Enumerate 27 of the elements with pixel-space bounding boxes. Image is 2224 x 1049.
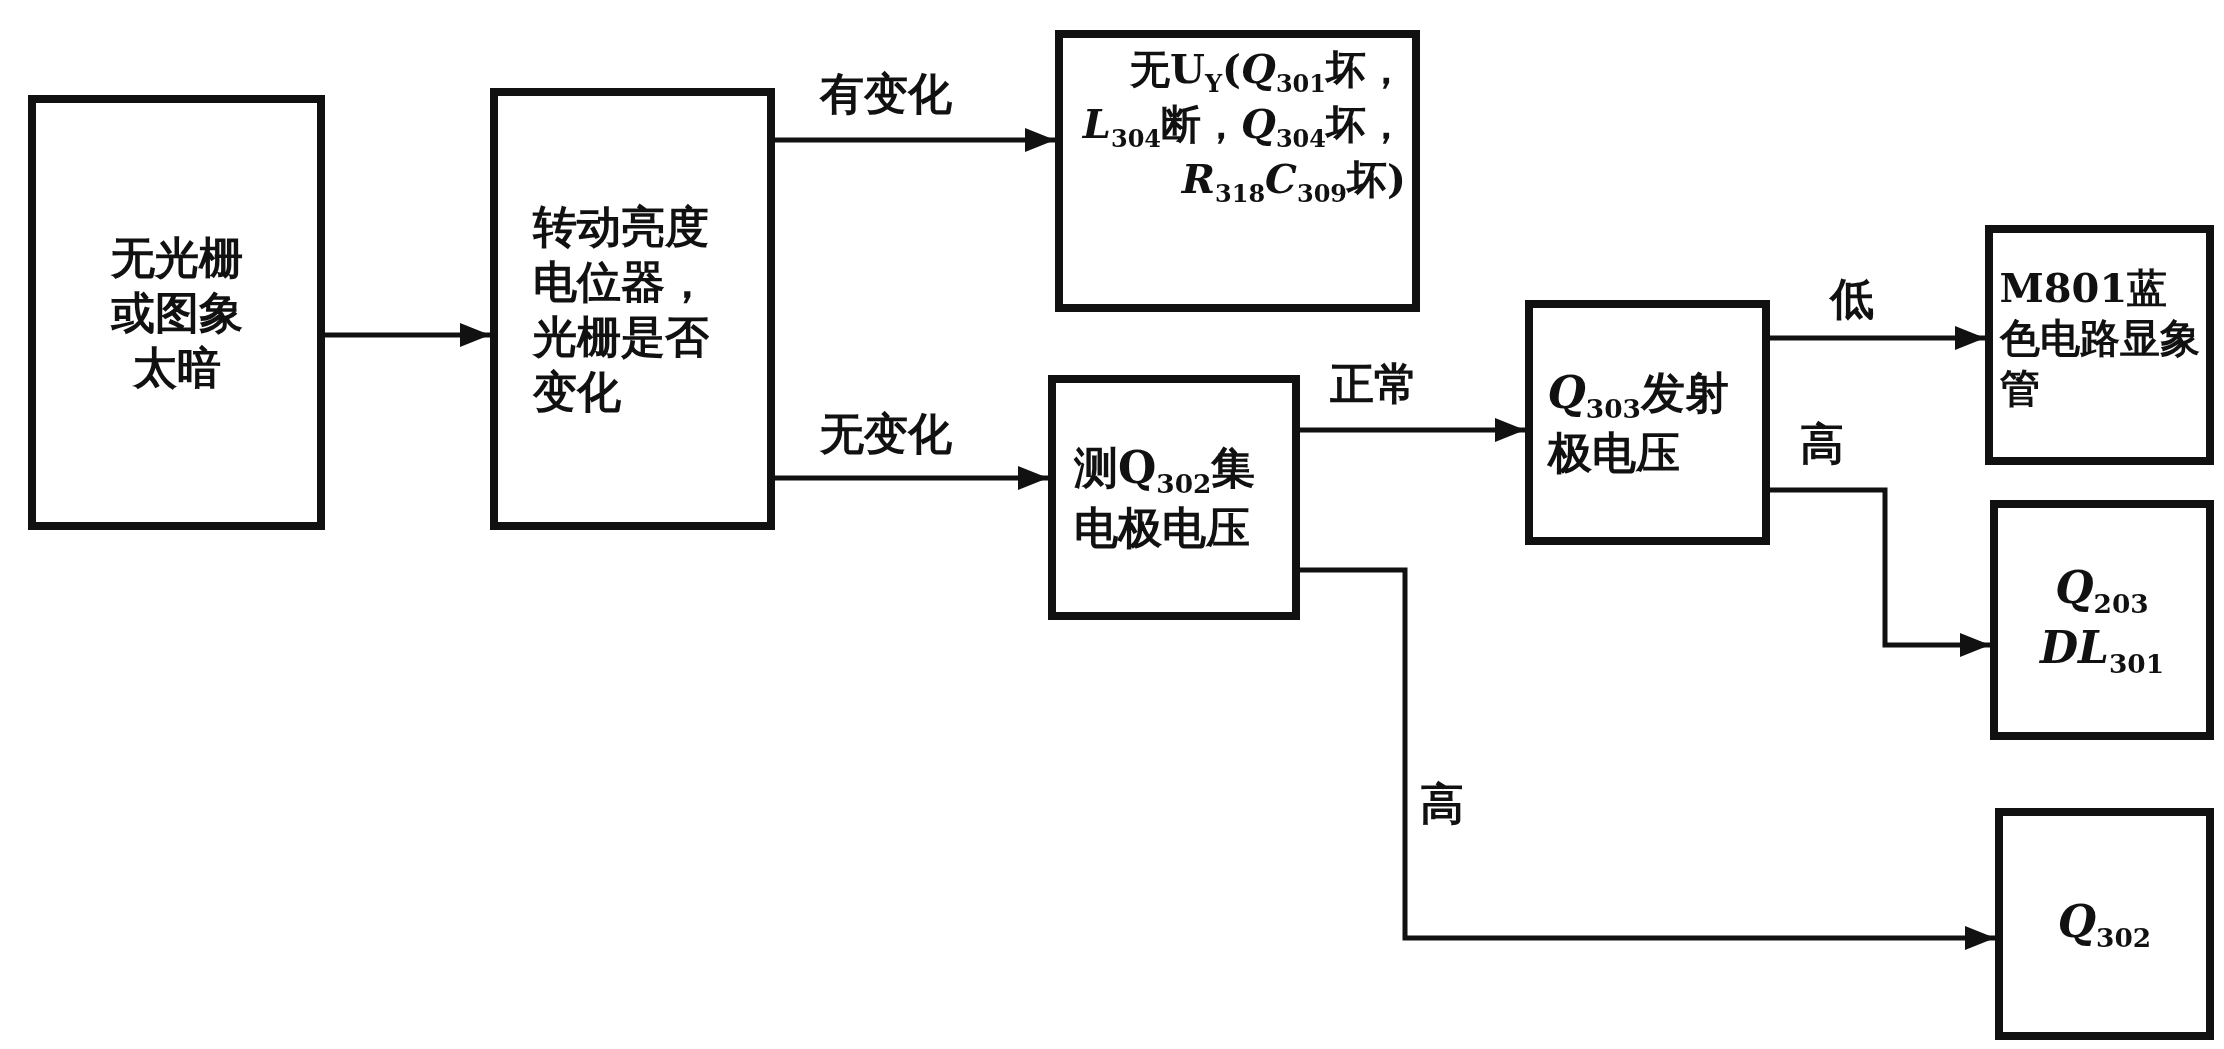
process-box xyxy=(28,95,325,530)
box-text: Q$_{203}$ DL$_{301}$ xyxy=(2038,561,2166,680)
process-box xyxy=(1985,225,2214,465)
process-box xyxy=(490,88,775,530)
process-box xyxy=(1995,808,2214,1040)
process-box xyxy=(1048,375,1300,620)
box-text: M801蓝色电路显象管 xyxy=(1999,263,2200,413)
process-box xyxy=(1525,300,1770,545)
edge-label: 低 xyxy=(1830,275,1874,324)
arrow xyxy=(775,128,1055,152)
arrow xyxy=(1770,487,1990,657)
edge-label: 有变化 xyxy=(820,70,952,119)
process-box xyxy=(1990,500,2214,740)
process-box xyxy=(1055,30,1420,312)
box-text: 测Q$_{302}$集电极电压 xyxy=(1074,441,1257,555)
edge-label: 高 xyxy=(1800,420,1844,469)
arrow xyxy=(1300,418,1525,442)
box-text: Q$_{302}$ xyxy=(2056,895,2153,954)
box-text: 无U$_{Y}$(Q$_{301}$坏，L$_{304}$断，Q$_{304}$坏，R$_{318}$C$_{309}$坏) xyxy=(1081,44,1406,209)
box-text: 转动亮度电位器，光栅是否变化 xyxy=(532,200,710,419)
arrow xyxy=(1770,326,1985,350)
edge-label: 高 xyxy=(1420,780,1464,829)
box-text: 无光栅或图象太暗 xyxy=(109,231,244,395)
arrow xyxy=(325,323,490,347)
arrow xyxy=(775,466,1048,490)
arrow xyxy=(1300,567,1995,950)
box-text: Q$_{303}$发射极电压 xyxy=(1547,366,1730,480)
